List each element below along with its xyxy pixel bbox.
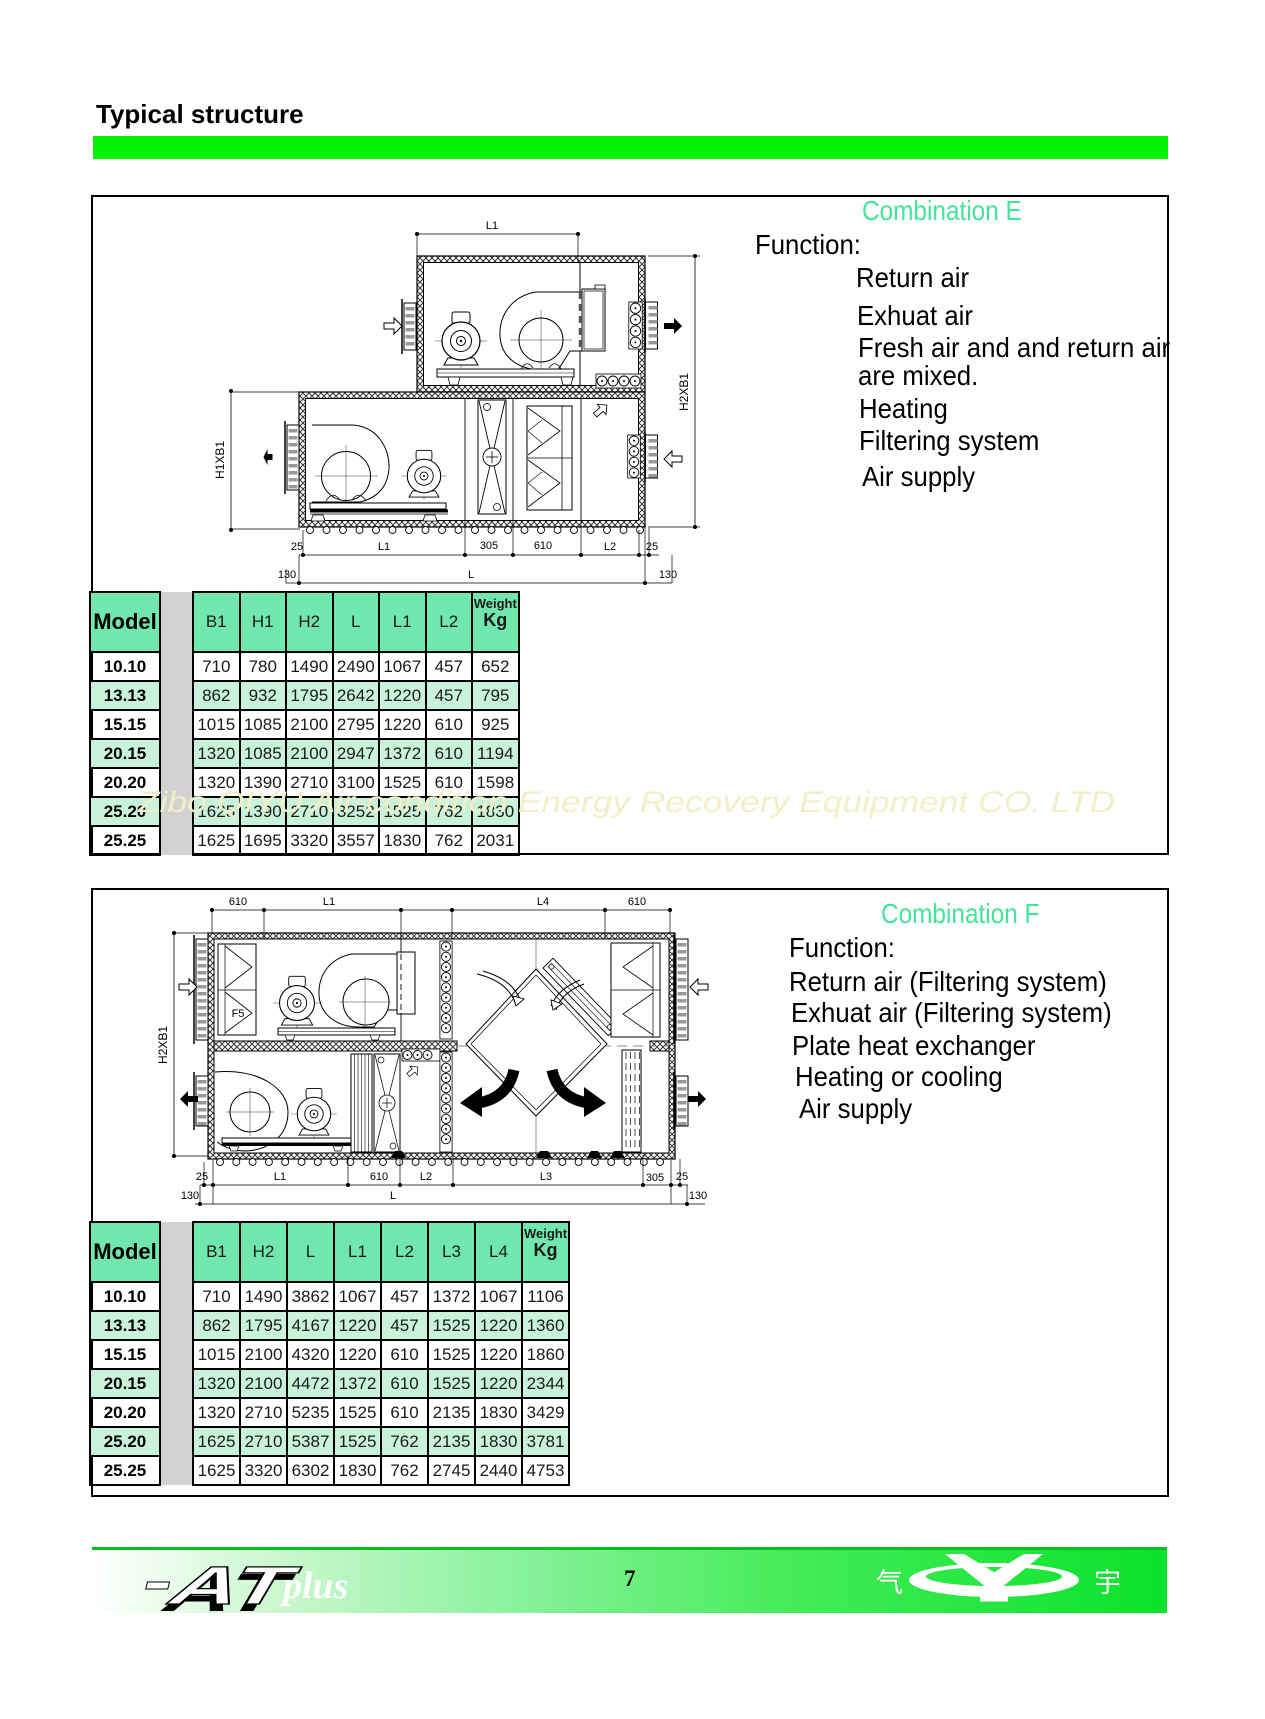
svg-text:L4: L4 — [537, 896, 549, 908]
svg-text:610: 610 — [534, 540, 552, 552]
svg-text:610: 610 — [628, 896, 646, 908]
svg-text:H1XB1: H1XB1 — [213, 441, 227, 479]
svg-text:plus: plus — [280, 1565, 348, 1607]
svg-text:L1: L1 — [378, 541, 390, 553]
svg-text:L1: L1 — [486, 220, 498, 232]
svg-text:305: 305 — [480, 540, 498, 552]
svg-text:H2XB1: H2XB1 — [677, 373, 691, 411]
svg-text:AT: AT — [162, 1555, 306, 1616]
svg-text:L2: L2 — [420, 1171, 432, 1183]
svg-text:H2XB1: H2XB1 — [156, 1026, 170, 1064]
svg-text:气: 气 — [876, 1568, 903, 1598]
svg-text:AT: AT — [156, 1562, 300, 1623]
svg-text:130: 130 — [689, 1190, 707, 1202]
svg-text:130: 130 — [181, 1190, 199, 1202]
svg-text:25: 25 — [291, 541, 303, 553]
svg-text:130: 130 — [278, 569, 296, 581]
svg-text:L: L — [468, 569, 474, 581]
svg-text:L1: L1 — [274, 1171, 286, 1183]
svg-text:25: 25 — [196, 1171, 208, 1183]
svg-text:L: L — [390, 1190, 396, 1202]
svg-text:L3: L3 — [540, 1171, 552, 1183]
svg-text:130: 130 — [659, 569, 677, 581]
svg-text:25: 25 — [646, 541, 658, 553]
svg-text:25: 25 — [676, 1171, 688, 1183]
svg-text:610: 610 — [229, 896, 247, 908]
svg-text:L1: L1 — [323, 896, 335, 908]
svg-text:F5: F5 — [232, 1008, 245, 1020]
svg-text:宇: 宇 — [1094, 1568, 1121, 1598]
svg-text:L2: L2 — [604, 541, 616, 553]
svg-text:305: 305 — [646, 1172, 664, 1184]
svg-text:610: 610 — [370, 1171, 388, 1183]
